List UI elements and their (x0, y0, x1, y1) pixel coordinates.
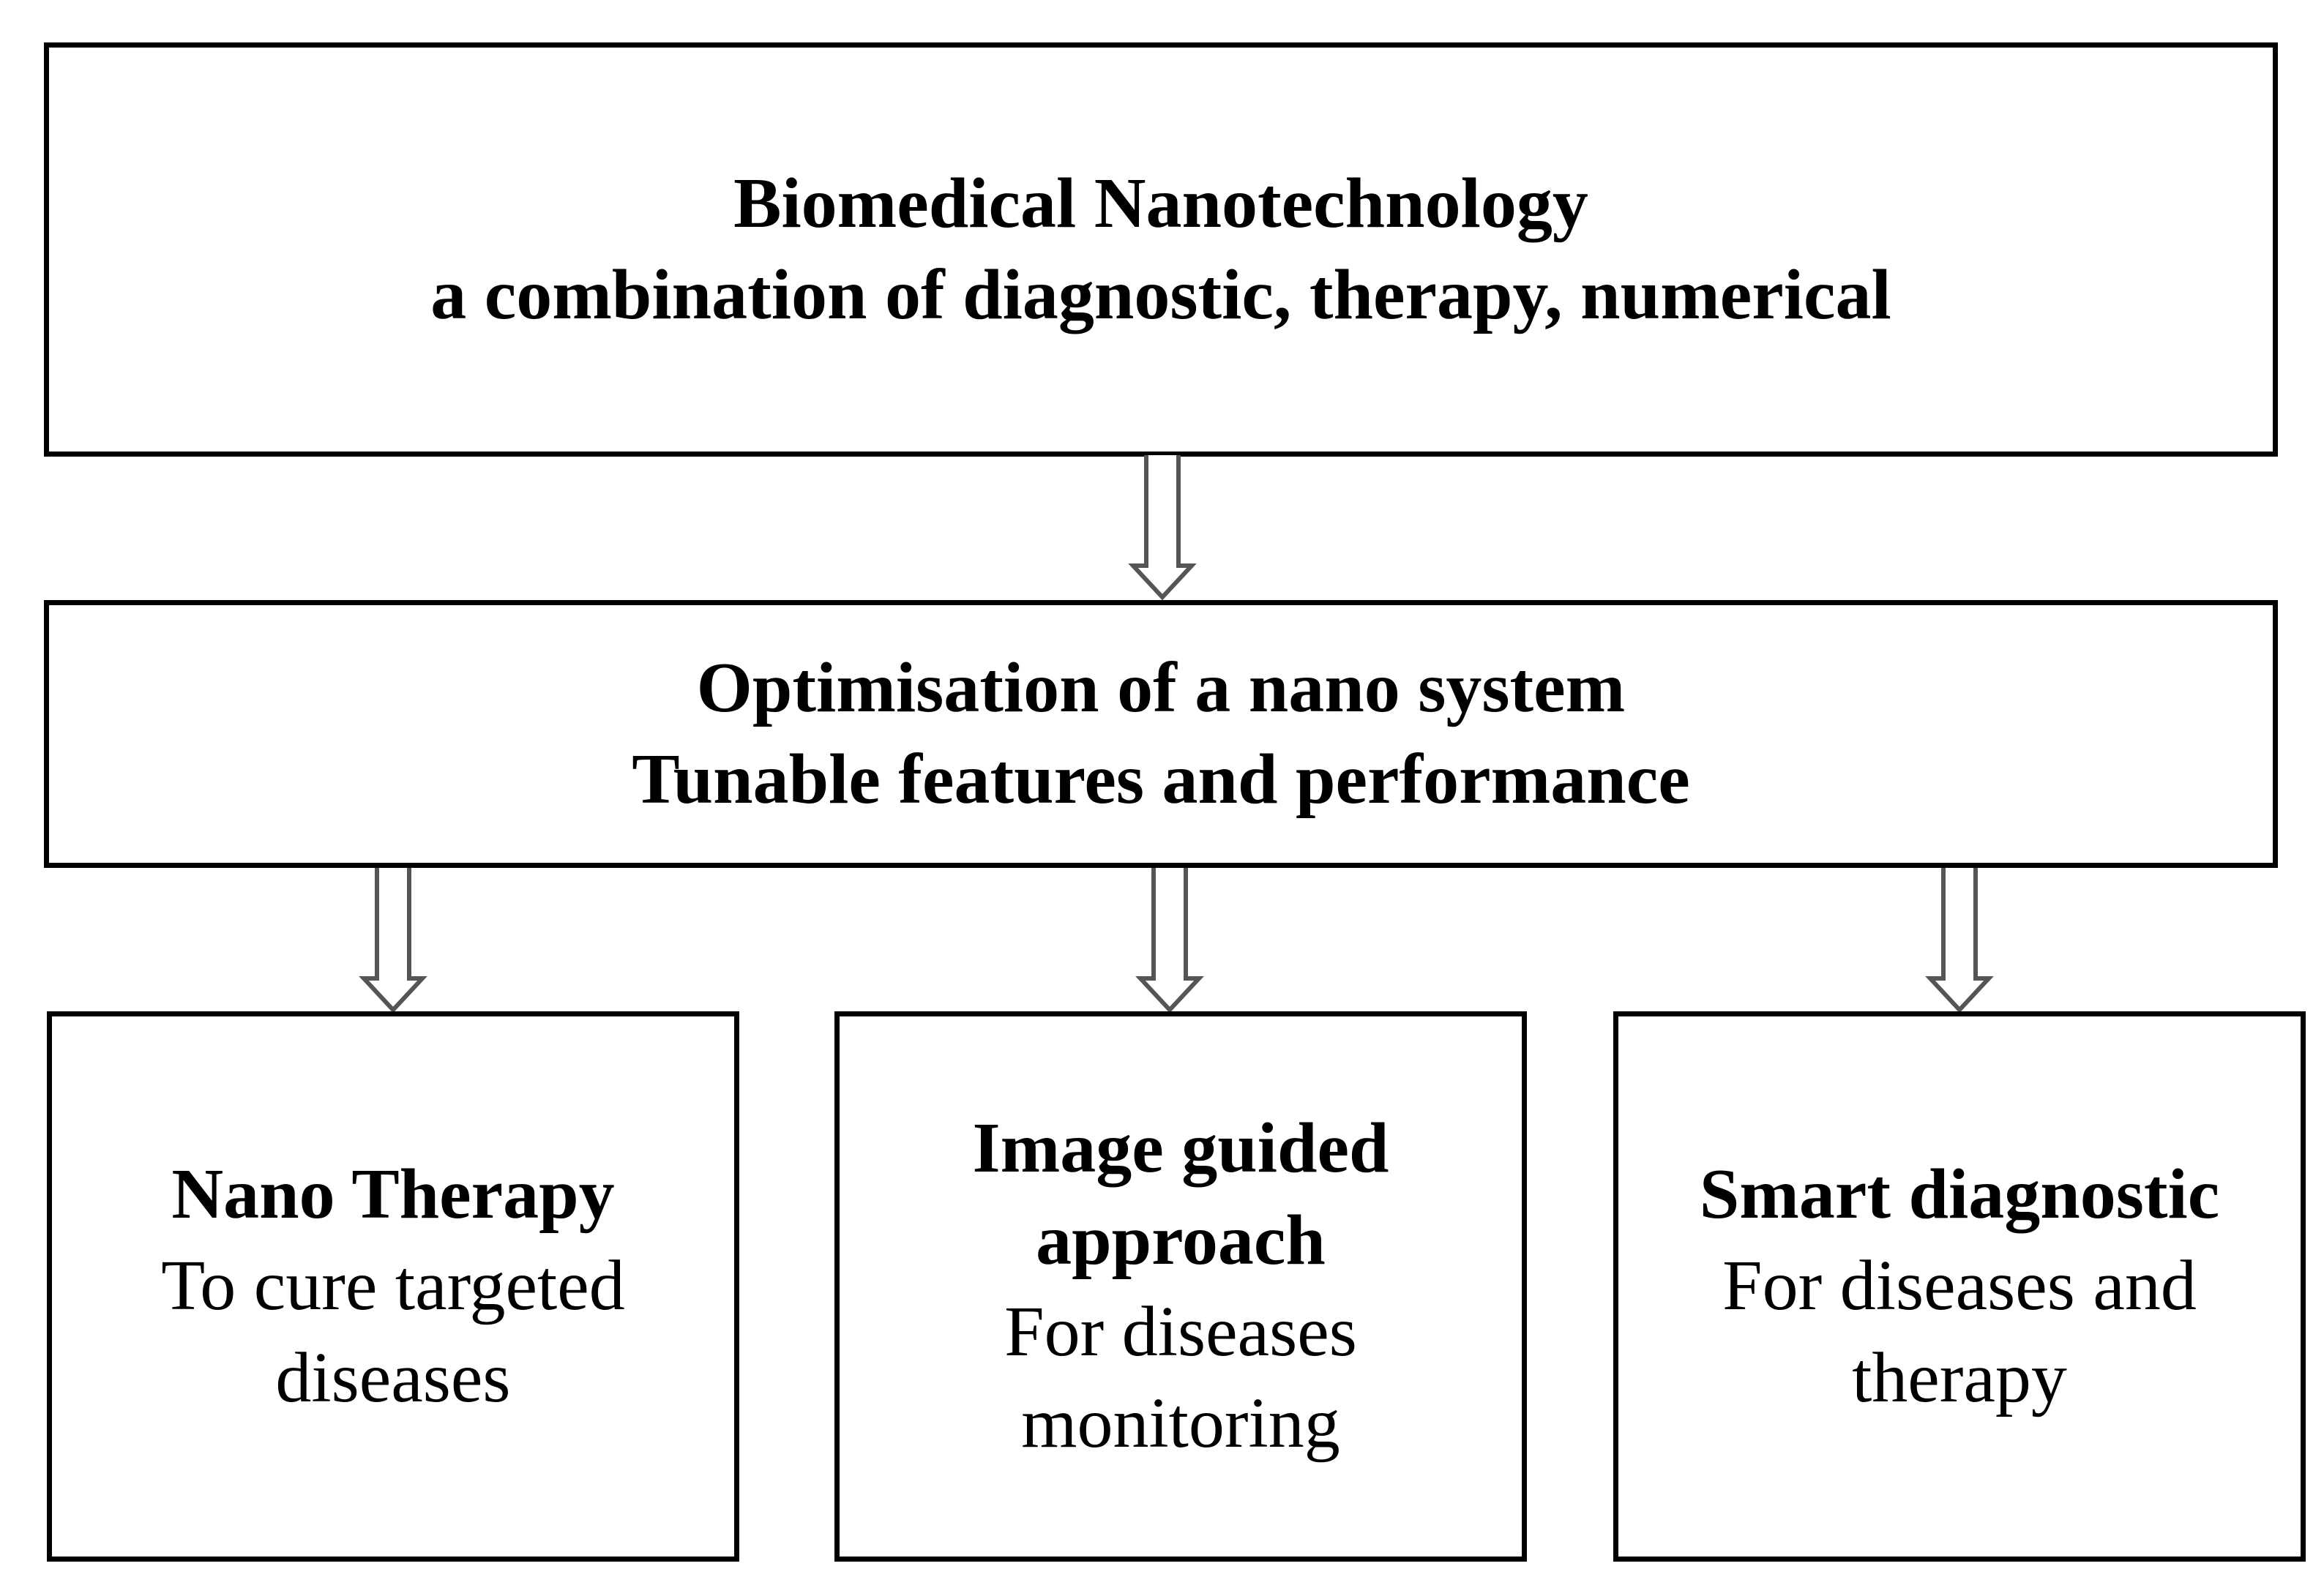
node-body-line: diseases (275, 1338, 511, 1417)
node-body-line: To cure targeted (161, 1246, 625, 1326)
arrow-down-shape (1128, 455, 1197, 600)
node-title: Smart diagnostic (1699, 1154, 2220, 1234)
node-optimisation: Optimisation of a nano system Tunable fe… (44, 600, 2278, 868)
node-title: Biomedical Nanotechnology (733, 163, 1588, 243)
arrow-down-shape (1135, 868, 1204, 1013)
arrow-down-to-nano-therapy-icon (359, 868, 427, 1013)
node-smart-diagnostic: Smart diagnostic For diseases and therap… (1613, 1011, 2306, 1562)
node-body-line: For diseases (1004, 1292, 1357, 1371)
arrow-down-shape (359, 868, 427, 1013)
node-body-line: For diseases and (1722, 1246, 2197, 1326)
node-title: Optimisation of a nano system (696, 648, 1626, 727)
arrow-down-shape (1925, 868, 1994, 1013)
node-image-guided-approach: Image guided approach For diseases monit… (834, 1011, 1527, 1562)
node-title-line: approach (1036, 1200, 1326, 1280)
node-title: Nano Therapy (171, 1154, 615, 1234)
arrow-down-to-smart-diagnostic-icon (1925, 868, 1994, 1013)
arrow-down-to-image-guided-icon (1135, 868, 1204, 1013)
node-nano-therapy: Nano Therapy To cure targeted diseases (47, 1011, 739, 1562)
node-title-line: Image guided (972, 1109, 1389, 1188)
arrow-down-root-to-optimisation-icon (1128, 455, 1197, 600)
node-body-line: monitoring (1021, 1384, 1340, 1464)
node-biomedical-nanotechnology: Biomedical Nanotechnology a combination … (44, 42, 2278, 457)
node-subtitle: a combination of diagnostic, therapy, nu… (430, 255, 1891, 334)
node-subtitle: Tunable features and performance (632, 740, 1690, 819)
node-body-line: therapy (1852, 1338, 2067, 1417)
